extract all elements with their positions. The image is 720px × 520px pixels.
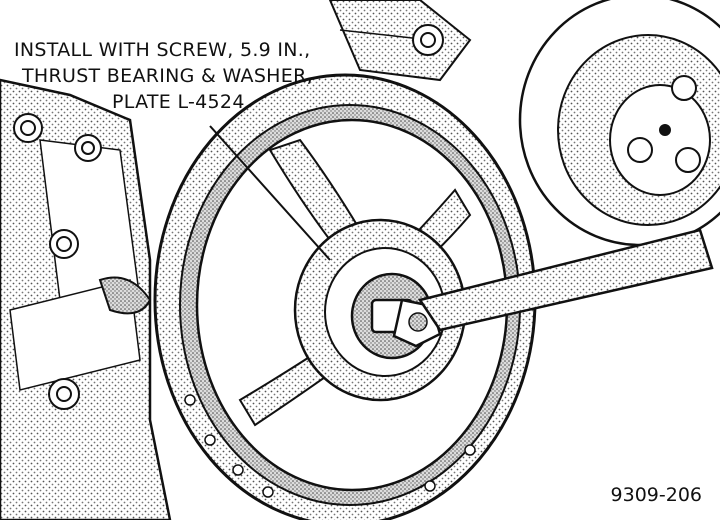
bolt-upper-left xyxy=(13,113,43,143)
bolt-mid-left xyxy=(74,134,102,162)
bolt-left-center xyxy=(49,229,79,259)
upper-bracket xyxy=(328,0,472,82)
bolt-top-bracket xyxy=(412,24,444,56)
callout-line-install: INSTALL WITH SCREW, 5.9 IN., xyxy=(14,39,311,61)
engine-block xyxy=(0,78,172,520)
callout-line-bearing: THRUST BEARING & WASHER, xyxy=(22,65,313,87)
figure-number: 9309-206 xyxy=(610,484,702,506)
vibration-damper xyxy=(153,73,537,520)
water-pump-pulley xyxy=(518,0,720,247)
callout-line-plate: PLATE L-4524 xyxy=(112,91,245,113)
wrench-handle xyxy=(417,228,714,332)
bolt-lower-left xyxy=(48,378,80,410)
callout-leader-line xyxy=(209,125,331,261)
block-bolts xyxy=(13,24,444,410)
